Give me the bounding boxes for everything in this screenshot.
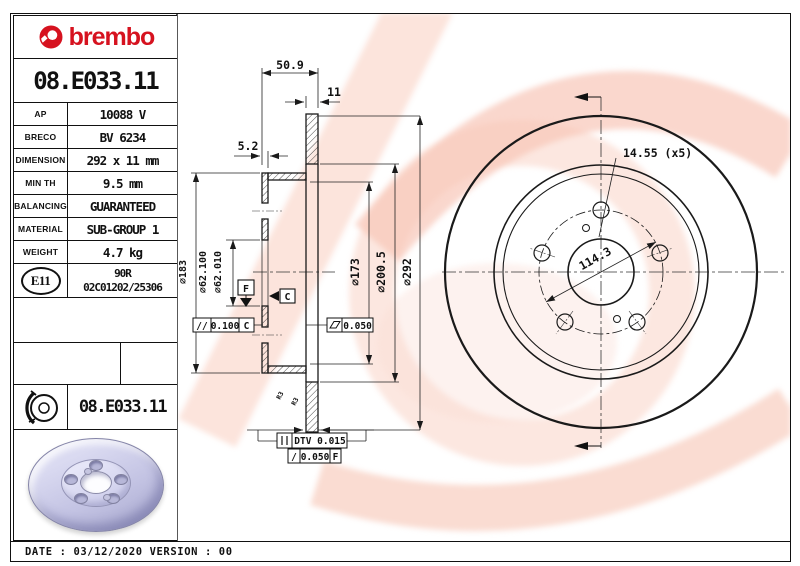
datum-symbols: F C [237, 279, 296, 307]
row-value: 9.5 mm [102, 175, 143, 191]
footer-part-row: 08.E033.11 [14, 385, 177, 430]
contact-band-circle [493, 164, 709, 380]
dtv-callout: DTV 0.015 / 0.050 F [276, 432, 348, 464]
disc-3d-image [27, 438, 164, 532]
dim-wall: 5.2 [238, 139, 259, 153]
row-value: GUARANTEED [89, 198, 156, 214]
row-label: AP [14, 103, 68, 125]
outer-diameter-circle [443, 114, 759, 430]
brand-header: brembo [14, 16, 177, 59]
part-number: 08.E033.11 [14, 59, 177, 103]
centerlines [253, 97, 786, 448]
table-row: MATERIAL SUB-GROUP 1 [14, 218, 177, 241]
front-dimensions [545, 157, 657, 303]
row-label: MATERIAL [14, 218, 68, 240]
table-row: AP 10088 V [14, 103, 177, 126]
table-row: BALANCING GUARANTEED [14, 195, 177, 218]
hat-circle [502, 173, 700, 371]
dim-thickness: 11 [327, 85, 341, 99]
pin-hole [582, 224, 590, 232]
pin-hole [613, 315, 621, 323]
table-row: DIMENSION 292 x 11 mm [14, 149, 177, 172]
product-image-box [14, 430, 177, 540]
bolt-hole [556, 313, 574, 331]
dim-hat-width: 50.9 [276, 58, 304, 72]
bolt-hole [628, 313, 646, 331]
parallelism-symbol: // [196, 321, 208, 332]
datum-c-label: C [284, 292, 290, 303]
datum-f-label: F [243, 284, 249, 295]
bolt-circle [538, 209, 664, 335]
row-label: BRECO [14, 126, 68, 148]
row-label: MIN TH [14, 172, 68, 194]
row-value: 4.7 kg [102, 244, 143, 260]
row-label: DIMENSION [14, 149, 68, 171]
dim-bore-lower: ⌀62.010 [213, 251, 224, 293]
status-bar: DATE : 03/12/2020 VERSION : 00 [10, 541, 791, 562]
bolt-hole [592, 201, 610, 219]
flatness-value: 0.050 [343, 321, 372, 332]
brake-disc-icon [24, 390, 58, 425]
spec-table: AP 10088 V BRECO BV 6234 DIMENSION 292 x 11… [14, 103, 177, 264]
spec-panel: brembo 08.E033.11 AP 10088 V BRECO BV 6234… [13, 15, 177, 541]
parallelism-value: 0.100 [211, 321, 240, 332]
empty-split-row [14, 343, 177, 385]
dim-contact-dia: ⌀200.5 [374, 251, 388, 293]
parallelism-callout: // 0.100 C [192, 317, 255, 333]
section-arrows [574, 93, 601, 450]
brand-wordmark: brembo [68, 22, 156, 51]
homologation-line1: 90R [114, 266, 132, 280]
row-label: BALANCING [14, 195, 68, 217]
fillet-a: R3 [275, 390, 286, 401]
homologation-row: E11 90R 02C01202/25306 [14, 264, 177, 298]
runout-value: 0.050 [301, 452, 330, 463]
runout-symbol: / [291, 452, 297, 463]
runout-datum: F [333, 452, 339, 463]
row-value: BV 6234 [99, 129, 147, 145]
cross-section [261, 113, 319, 433]
row-label: WEIGHT [14, 241, 68, 263]
homologation-line2: 02C01202/25306 [83, 280, 163, 294]
flatness-callout: 0.050 [326, 317, 374, 333]
flatness-symbol [329, 321, 341, 329]
dim-inner-dia: ⌀173 [348, 258, 362, 286]
row-value: 292 x 11 mm [86, 152, 160, 168]
row-value: 10088 V [99, 106, 147, 122]
table-row: BRECO BV 6234 [14, 126, 177, 149]
dim-hat-dia: ⌀183 [178, 260, 189, 284]
fillet-b: R3 [290, 396, 301, 407]
empty-row [14, 298, 177, 343]
dtv-value: DTV 0.015 [294, 436, 346, 447]
dim-bolt-holes: 14.55 (x5) [623, 146, 692, 160]
parallelism-datum: C [244, 321, 250, 332]
table-row: WEIGHT 4.7 kg [14, 241, 177, 264]
dim-bore-upper: ⌀62.100 [198, 251, 209, 293]
table-row: MIN TH 9.5 mm [14, 172, 177, 195]
dim-outer-dia: ⌀292 [400, 258, 414, 286]
footer-part-number: 08.E033.11 [78, 397, 168, 417]
brembo-logo-icon [37, 25, 63, 49]
section-dimensions [191, 68, 424, 442]
dim-bolt-circle: 114.3 [577, 244, 614, 273]
e-mark-badge: E11 [20, 266, 61, 295]
date-version-text: DATE : 03/12/2020 VERSION : 00 [25, 546, 233, 558]
bolt-hole-axes [252, 210, 674, 336]
row-value: SUB-GROUP 1 [86, 221, 160, 237]
